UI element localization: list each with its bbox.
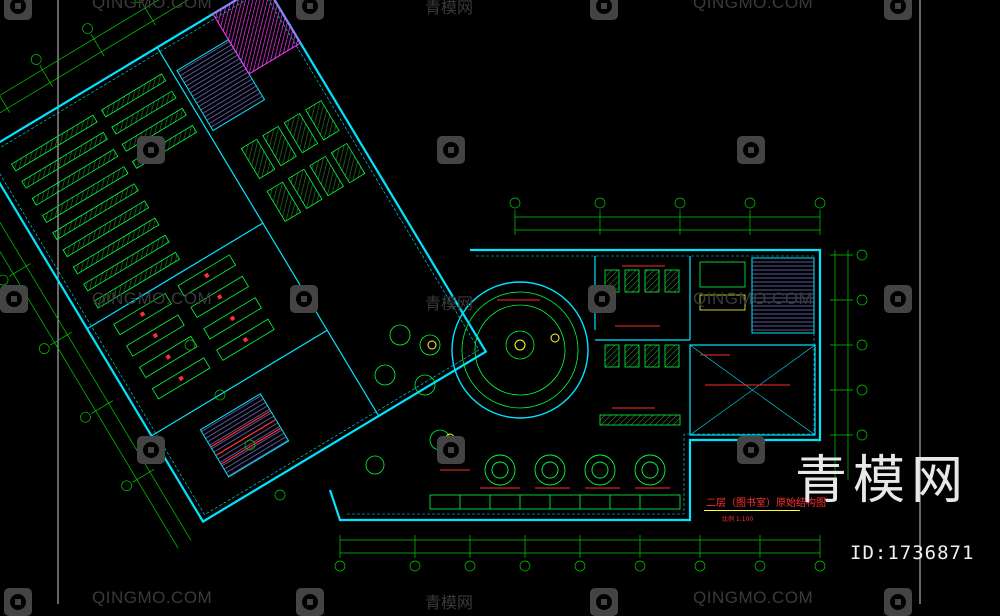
- watermark-text: QINGMO.COM: [92, 289, 212, 309]
- office-desk: [700, 262, 745, 287]
- watermark-logo-icon: [296, 588, 324, 616]
- watermark-logo-icon: [137, 136, 165, 164]
- watermark-logo-icon: [137, 436, 165, 464]
- watermark-logo-icon: [437, 136, 465, 164]
- round-tables: [485, 455, 665, 485]
- watermark-text: QINGMO.COM: [693, 0, 813, 13]
- watermark-text-cn: 青模网: [425, 589, 473, 613]
- bottom-axis-bubbles: [335, 561, 825, 571]
- main-block: [330, 198, 867, 571]
- watermark-text-cn: 青模网: [425, 0, 473, 18]
- watermark-text: QINGMO.COM: [92, 588, 212, 608]
- watermark-logo-icon: [884, 285, 912, 313]
- watermark-logo-icon: [737, 136, 765, 164]
- watermark-text: QINGMO.COM: [92, 0, 212, 13]
- rotated-wing: [0, 0, 504, 557]
- watermark-logo-icon: [4, 0, 32, 20]
- plants: [428, 334, 559, 442]
- watermark-text: QINGMO.COM: [693, 588, 813, 608]
- lower-stairs: [200, 394, 288, 477]
- title-underline: [704, 510, 800, 511]
- right-dimensions: [830, 250, 853, 480]
- watermark-logo-icon: [290, 285, 318, 313]
- watermark-logo-icon: [0, 285, 28, 313]
- watermark-text-cn: 青模网: [425, 290, 473, 314]
- watermark-logo-icon: [588, 285, 616, 313]
- watermark-logo-icon: [737, 436, 765, 464]
- watermark-logo-icon: [590, 0, 618, 20]
- top-dimensions: [515, 210, 820, 235]
- watermark-logo-icon: [296, 0, 324, 20]
- watermark-logo-icon: [4, 588, 32, 616]
- right-axis-bubbles: [857, 250, 867, 440]
- watermark-logo-icon: [884, 0, 912, 20]
- top-axis-bubbles: [510, 198, 825, 208]
- brand-logo: 青模网: [795, 455, 969, 507]
- watermark-logo-icon: [590, 588, 618, 616]
- bottom-dimensions: [340, 535, 820, 558]
- watermark-logo-icon: [437, 436, 465, 464]
- watermark-logo-icon: [884, 588, 912, 616]
- asset-id: ID:1736871: [850, 542, 974, 564]
- watermark-text: QINGMO.COM: [693, 289, 813, 309]
- drawing-scale: 比例 1:100: [722, 514, 753, 523]
- bench-row: [430, 495, 680, 509]
